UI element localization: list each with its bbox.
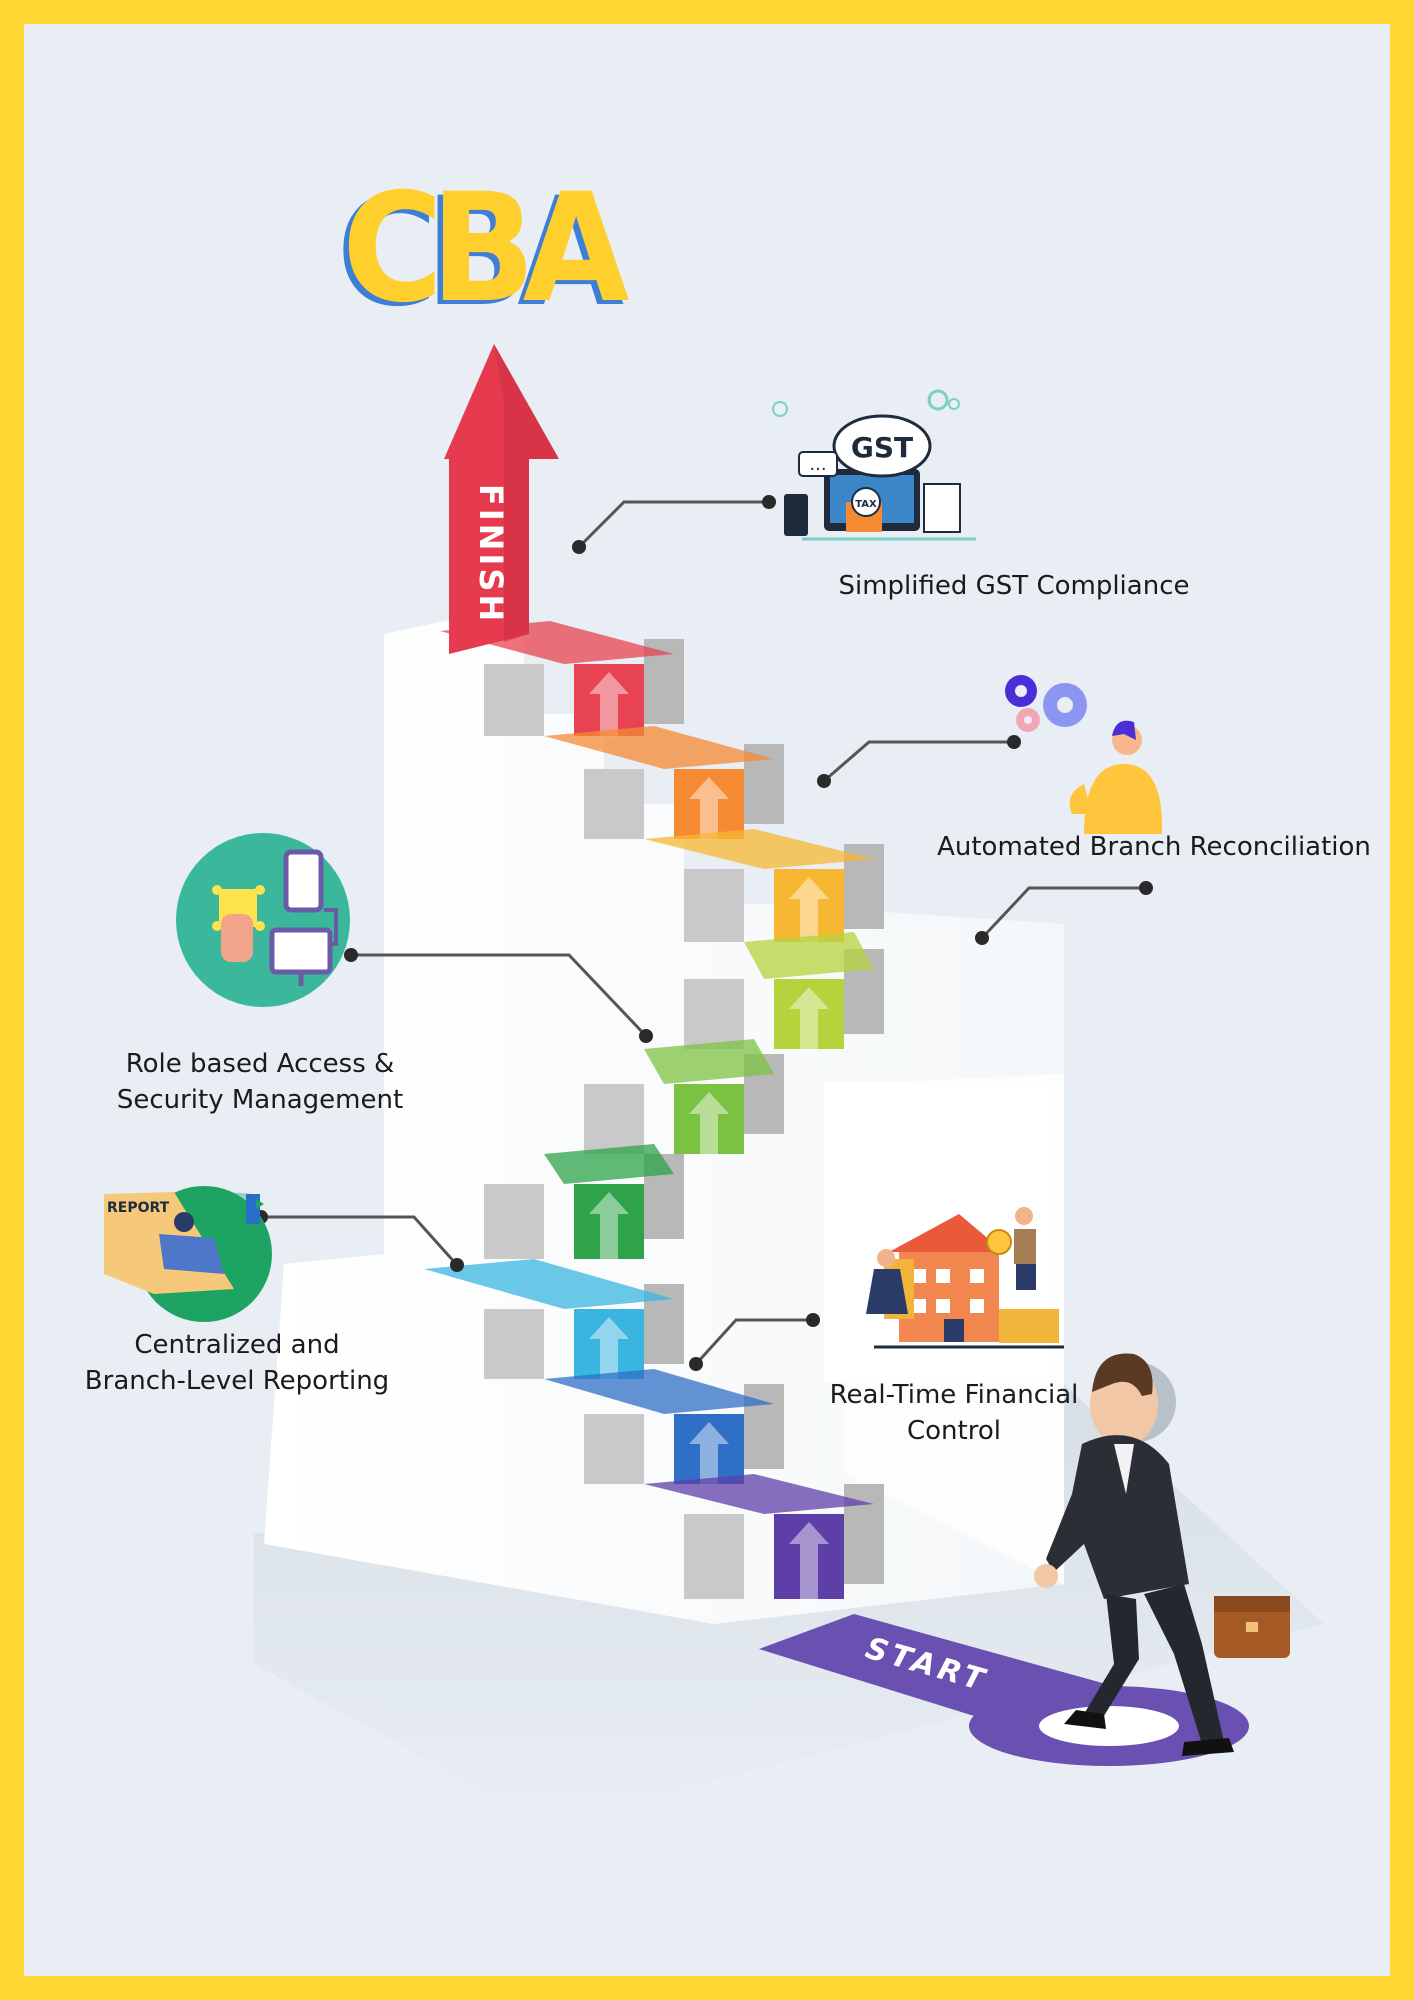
- step-riser-8: [674, 1414, 744, 1484]
- svg-text:...: ...: [809, 454, 826, 475]
- gst-icon: GST ... TAX: [772, 389, 976, 541]
- reconciliation-icon: [1005, 675, 1163, 834]
- access-icon: [176, 833, 350, 1007]
- businessman-icon: [1034, 1353, 1290, 1756]
- step-arrow-4: [789, 987, 829, 1051]
- step-arrow-2: [689, 777, 729, 841]
- step-tread-5: [644, 1039, 774, 1084]
- branch-reconciliation-label: Automated Branch Reconciliation: [937, 832, 1371, 862]
- finish-arrow-label: FINISH: [472, 484, 510, 624]
- step-riser-7: [574, 1309, 644, 1379]
- svg-text:TAX: TAX: [855, 499, 877, 510]
- step-arrow-7: [589, 1317, 629, 1381]
- step-riser-6: [574, 1184, 644, 1259]
- financial-control-label: Real-Time Financial Control: [829, 1380, 1079, 1446]
- step-tread-8: [544, 1369, 774, 1414]
- step-tread-4: [744, 932, 874, 979]
- step-riser-4: [774, 979, 844, 1049]
- reporting-label: Centralized and Branch-Level Reporting: [84, 1330, 390, 1396]
- step-tread-2: [544, 726, 774, 769]
- step-riser-3: [774, 869, 844, 942]
- financial-icon: [866, 1207, 1064, 1349]
- step-riser-2: [674, 769, 744, 839]
- step-riser-5: [674, 1084, 744, 1154]
- page-title: CBA: [342, 162, 630, 336]
- step-riser-9: [774, 1514, 844, 1599]
- svg-text:GST: GST: [851, 431, 913, 464]
- reporting-icon: REPORT: [104, 1186, 272, 1322]
- step-riser-1: [574, 664, 644, 736]
- step-arrow-3: [789, 877, 829, 944]
- step-ledges: [484, 664, 744, 1599]
- step-tread-6: [544, 1144, 674, 1184]
- staircase-illustration: FINISH START: [104, 344, 1324, 1824]
- connector-lines: [261, 500, 1146, 1366]
- gst-compliance-label: Simplified GST Compliance: [838, 571, 1190, 601]
- access-security-label: Role based Access & Security Management: [116, 1049, 404, 1115]
- step-arrow-6: [589, 1192, 629, 1261]
- step-arrow-1: [589, 672, 629, 738]
- step-arrow-5: [689, 1092, 729, 1156]
- step-arrow-9: [789, 1522, 829, 1601]
- step-arrow-8: [689, 1422, 729, 1486]
- svg-text:REPORT: REPORT: [107, 1200, 170, 1216]
- step-tread-9: [644, 1474, 874, 1514]
- step-ledges-right: [644, 639, 884, 1584]
- step-tread-3: [644, 829, 874, 869]
- poster: FINISH START: [24, 24, 1390, 1976]
- step-tread-7: [424, 1259, 674, 1309]
